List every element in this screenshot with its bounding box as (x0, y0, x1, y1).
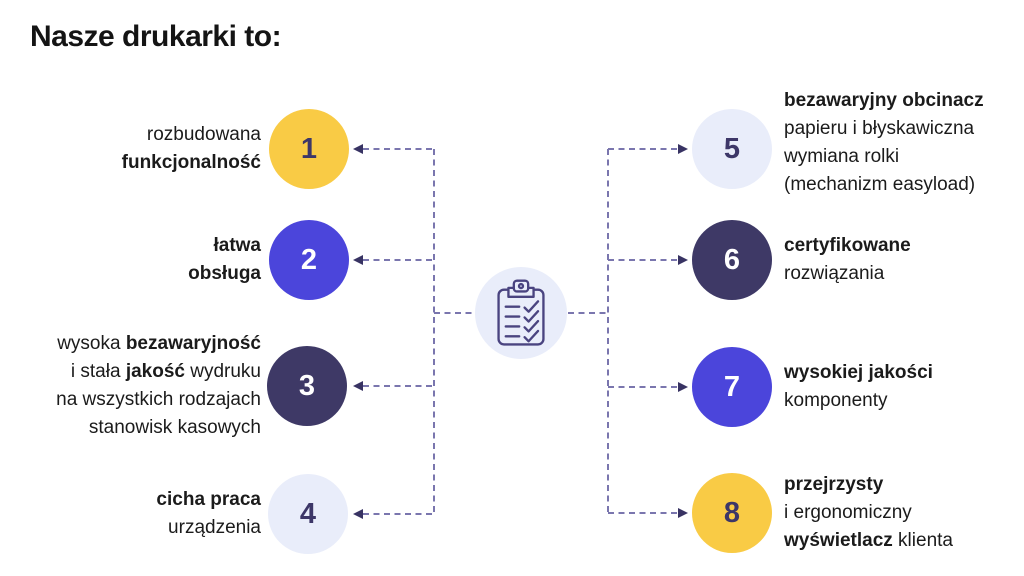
item-text-line: łatwa (6, 232, 261, 260)
arrowhead-icon (353, 509, 363, 519)
item-text-line: rozbudowana (6, 121, 261, 149)
item-text-line: i stała jakość wydruku (6, 358, 261, 386)
item-text-line: i ergonomiczny (784, 499, 1020, 527)
item-8-number: 8 (723, 496, 741, 529)
item-2-text: łatwa obsługa (6, 232, 261, 288)
item-text-segment: stanowisk kasowych (88, 417, 261, 438)
arrowhead-icon (353, 381, 363, 391)
item-text-line: urządzenia (6, 514, 261, 542)
item-text-segment: i ergonomiczny (784, 502, 912, 523)
center-icon-badge (475, 267, 567, 359)
item-text-segment: rozwiązania (784, 263, 885, 284)
item-8-text: przejrzysty i ergonomiczny wyświetlacz kli… (784, 471, 1020, 555)
item-text-segment: (mechanizm easyload) (784, 174, 976, 195)
item-text-line: przejrzysty (784, 471, 1020, 499)
item-text-bold-segment: jakość (125, 361, 185, 382)
item-text-segment: i stała (70, 361, 126, 382)
item-text-line: rozwiązania (784, 260, 1020, 288)
item-text-line: komponenty (784, 387, 1020, 415)
item-text-bold-segment: wysokiej jakości (784, 362, 933, 383)
item-text-line: funkcjonalność (6, 149, 261, 177)
item-3-number: 3 (298, 369, 316, 402)
item-5-circle: 5 (692, 109, 772, 189)
item-text-line: certyfikowane (784, 232, 1020, 260)
arrowhead-icon (353, 144, 363, 154)
item-4-text: cicha praca urządzenia (6, 486, 261, 542)
item-1-text: rozbudowana funkcjonalność (6, 121, 261, 177)
page-title: Nasze drukarki to: (30, 20, 282, 53)
item-text-line: na wszystkich rodzajach (6, 386, 261, 414)
item-text-line: papieru i błyskawiczna (784, 115, 1020, 143)
item-7-text: wysokiej jakości komponenty (784, 359, 1020, 415)
arrowhead-icon (353, 255, 363, 265)
item-text-segment: wymiana rolki (784, 146, 900, 167)
item-1-circle: 1 (269, 109, 349, 189)
item-5-text: bezawaryjny obcinacz papieru i błyskawicz… (784, 87, 1020, 199)
item-text-segment: papieru i błyskawiczna (784, 118, 975, 139)
item-text-segment: wydruku (184, 361, 261, 382)
item-6-number: 6 (723, 243, 741, 276)
item-text-segment: urządzenia (168, 517, 261, 538)
item-text-line: wysoka bezawaryjność (6, 330, 261, 358)
item-text-line: wyświetlacz klienta (784, 527, 1020, 555)
item-text-bold-segment: obsługa (188, 263, 261, 284)
item-text-line: (mechanizm easyload) (784, 171, 1020, 199)
item-2-circle: 2 (269, 220, 349, 300)
item-text-line: stanowisk kasowych (6, 414, 261, 442)
item-2-number: 2 (300, 243, 318, 276)
arrowhead-icon (678, 382, 688, 392)
item-4-circle: 4 (268, 474, 348, 554)
item-text-segment: rozbudowana (146, 124, 261, 145)
item-8-circle: 8 (692, 473, 772, 553)
arrowhead-icon (678, 508, 688, 518)
item-6-circle: 6 (692, 220, 772, 300)
arrowhead-icon (678, 255, 688, 265)
item-text-segment: komponenty (784, 390, 888, 411)
arrowhead-icon (678, 144, 688, 154)
item-1-number: 1 (300, 132, 318, 165)
item-text-line: bezawaryjny obcinacz (784, 87, 1020, 115)
item-text-bold-segment: bezawaryjność (125, 333, 261, 354)
item-7-circle: 7 (692, 347, 772, 427)
item-text-bold-segment: przejrzysty (784, 474, 884, 495)
item-6-text: certyfikowane rozwiązania (784, 232, 1020, 288)
item-text-line: wymiana rolki (784, 143, 1020, 171)
item-text-segment: na wszystkich rodzajach (56, 389, 261, 410)
item-text-line: cicha praca (6, 486, 261, 514)
item-text-bold-segment: certyfikowane (784, 235, 911, 256)
item-7-number: 7 (723, 370, 741, 403)
item-text-bold-segment: wyświetlacz (784, 530, 893, 551)
item-text-line: obsługa (6, 260, 261, 288)
item-text-bold-segment: łatwa (213, 235, 261, 256)
item-text-bold-segment: funkcjonalność (121, 152, 261, 173)
item-5-number: 5 (723, 132, 741, 165)
item-text-bold-segment: bezawaryjny obcinacz (784, 90, 984, 111)
item-3-circle: 3 (267, 346, 347, 426)
item-text-bold-segment: cicha praca (156, 489, 261, 510)
item-text-line: wysokiej jakości (784, 359, 1020, 387)
item-text-segment: klienta (892, 530, 953, 551)
item-4-number: 4 (299, 497, 317, 530)
item-text-segment: wysoka (57, 333, 126, 354)
clipboard-checklist-icon (497, 279, 545, 346)
